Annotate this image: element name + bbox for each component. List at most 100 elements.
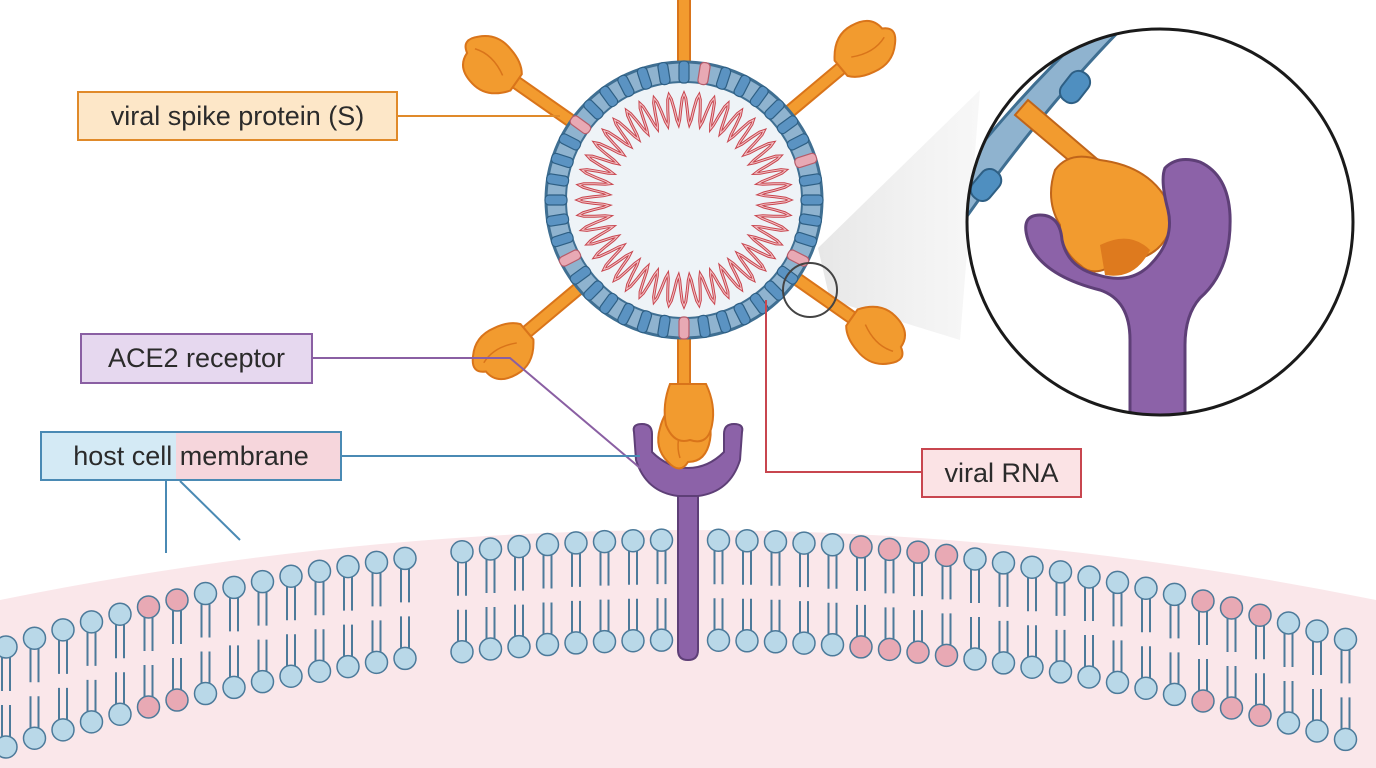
phospholipid xyxy=(792,531,816,655)
phospholipid xyxy=(165,588,189,712)
envelope-protein xyxy=(678,316,690,340)
envelope-protein xyxy=(749,85,769,108)
phospholipid xyxy=(1248,603,1272,728)
envelope-protein xyxy=(583,99,604,120)
phospholipid xyxy=(763,530,788,654)
rna-leader xyxy=(765,300,921,473)
envelope-protein xyxy=(583,280,604,301)
host-cell-membrane xyxy=(0,528,1358,759)
phospholipid xyxy=(478,537,503,661)
phospholipid xyxy=(1105,570,1130,695)
phospholipid xyxy=(991,551,1016,675)
envelope-protein xyxy=(697,61,711,86)
phospholipid xyxy=(906,540,930,664)
envelope-protein xyxy=(800,194,824,206)
phospholipid xyxy=(79,610,104,734)
phospholipid xyxy=(735,529,759,653)
envelope-proteins xyxy=(544,60,824,340)
phospholipid xyxy=(877,537,902,662)
phospholipid xyxy=(1219,596,1244,720)
phospholipid xyxy=(649,528,674,652)
envelope-protein xyxy=(794,231,818,248)
envelope-protein xyxy=(678,60,690,84)
envelope-protein xyxy=(550,152,574,169)
envelope-protein xyxy=(657,314,671,339)
phospholipid xyxy=(193,581,218,706)
zoom-region-marker xyxy=(782,262,838,318)
phospholipid xyxy=(393,546,417,671)
envelope-protein xyxy=(558,249,582,267)
phospholipid xyxy=(250,569,275,694)
phospholipid xyxy=(51,618,75,742)
phospholipid xyxy=(507,534,531,659)
envelope-protein xyxy=(550,231,574,248)
phospholipid xyxy=(535,532,560,657)
envelope-protein xyxy=(697,314,711,339)
spike-proteins xyxy=(462,0,906,470)
phospholipid xyxy=(22,626,47,750)
zoom-cone xyxy=(818,90,980,340)
envelope-protein xyxy=(733,74,751,98)
phospholipid xyxy=(1048,560,1073,684)
phospholipid xyxy=(849,535,873,659)
envelope-protein xyxy=(776,115,799,135)
phospholipid xyxy=(621,528,645,653)
bound-spike-tip xyxy=(663,383,715,443)
phospholipid xyxy=(1191,589,1215,713)
envelope-protein xyxy=(636,66,653,90)
envelope-protein xyxy=(764,280,785,301)
envelope-protein xyxy=(794,152,818,169)
phospholipid xyxy=(222,575,246,700)
envelope-protein xyxy=(545,213,570,227)
envelope-protein xyxy=(636,310,653,334)
phospholipid xyxy=(1333,627,1358,752)
zoom-inset xyxy=(965,27,1355,417)
phospholipid xyxy=(706,528,731,652)
phospholipid xyxy=(1162,582,1187,707)
envelope-protein xyxy=(733,302,751,326)
phospholipid xyxy=(1276,611,1301,735)
label-ace2-receptor: ACE2 receptor xyxy=(80,333,313,384)
envelope-protein xyxy=(764,99,785,120)
phospholipid xyxy=(307,559,332,683)
phospholipid xyxy=(592,529,617,654)
envelope-protein xyxy=(545,173,570,187)
envelope-protein xyxy=(786,133,810,151)
phospholipid xyxy=(136,595,161,719)
envelope-protein xyxy=(798,173,823,187)
phospholipid xyxy=(336,554,360,679)
phospholipid xyxy=(934,543,959,668)
virus-particle xyxy=(462,0,906,470)
phospholipid xyxy=(564,531,588,655)
spike-protein xyxy=(778,19,897,123)
phospholipid xyxy=(279,564,303,689)
phospholipid xyxy=(1077,565,1101,689)
envelope-protein xyxy=(657,61,671,86)
phospholipid xyxy=(364,550,389,675)
host-leader-2 xyxy=(179,480,241,541)
phospholipid xyxy=(963,547,987,671)
envelope-protein xyxy=(569,115,592,135)
label-host-cell-membrane: host cell membrane xyxy=(40,431,342,481)
envelope-protein xyxy=(599,85,619,108)
spike-protein xyxy=(677,0,691,71)
envelope-protein xyxy=(798,213,823,227)
envelope-protein xyxy=(599,292,619,315)
envelope-protein xyxy=(715,310,732,334)
label-viral-spike-protein: viral spike protein (S) xyxy=(77,91,398,141)
phospholipid xyxy=(0,635,18,759)
ace2-receptor xyxy=(632,422,744,662)
phospholipid xyxy=(108,602,132,726)
phospholipid xyxy=(1020,555,1044,679)
envelope-protein xyxy=(569,265,592,285)
ace2-leader xyxy=(313,357,641,469)
phospholipid xyxy=(1305,619,1329,743)
phospholipid xyxy=(1134,576,1158,700)
phospholipid xyxy=(820,533,845,657)
label-viral-rna: viral RNA xyxy=(921,448,1082,498)
envelope-protein xyxy=(715,66,732,90)
envelope-protein xyxy=(617,74,635,98)
envelope-protein xyxy=(544,194,568,206)
envelope-protein xyxy=(617,302,635,326)
